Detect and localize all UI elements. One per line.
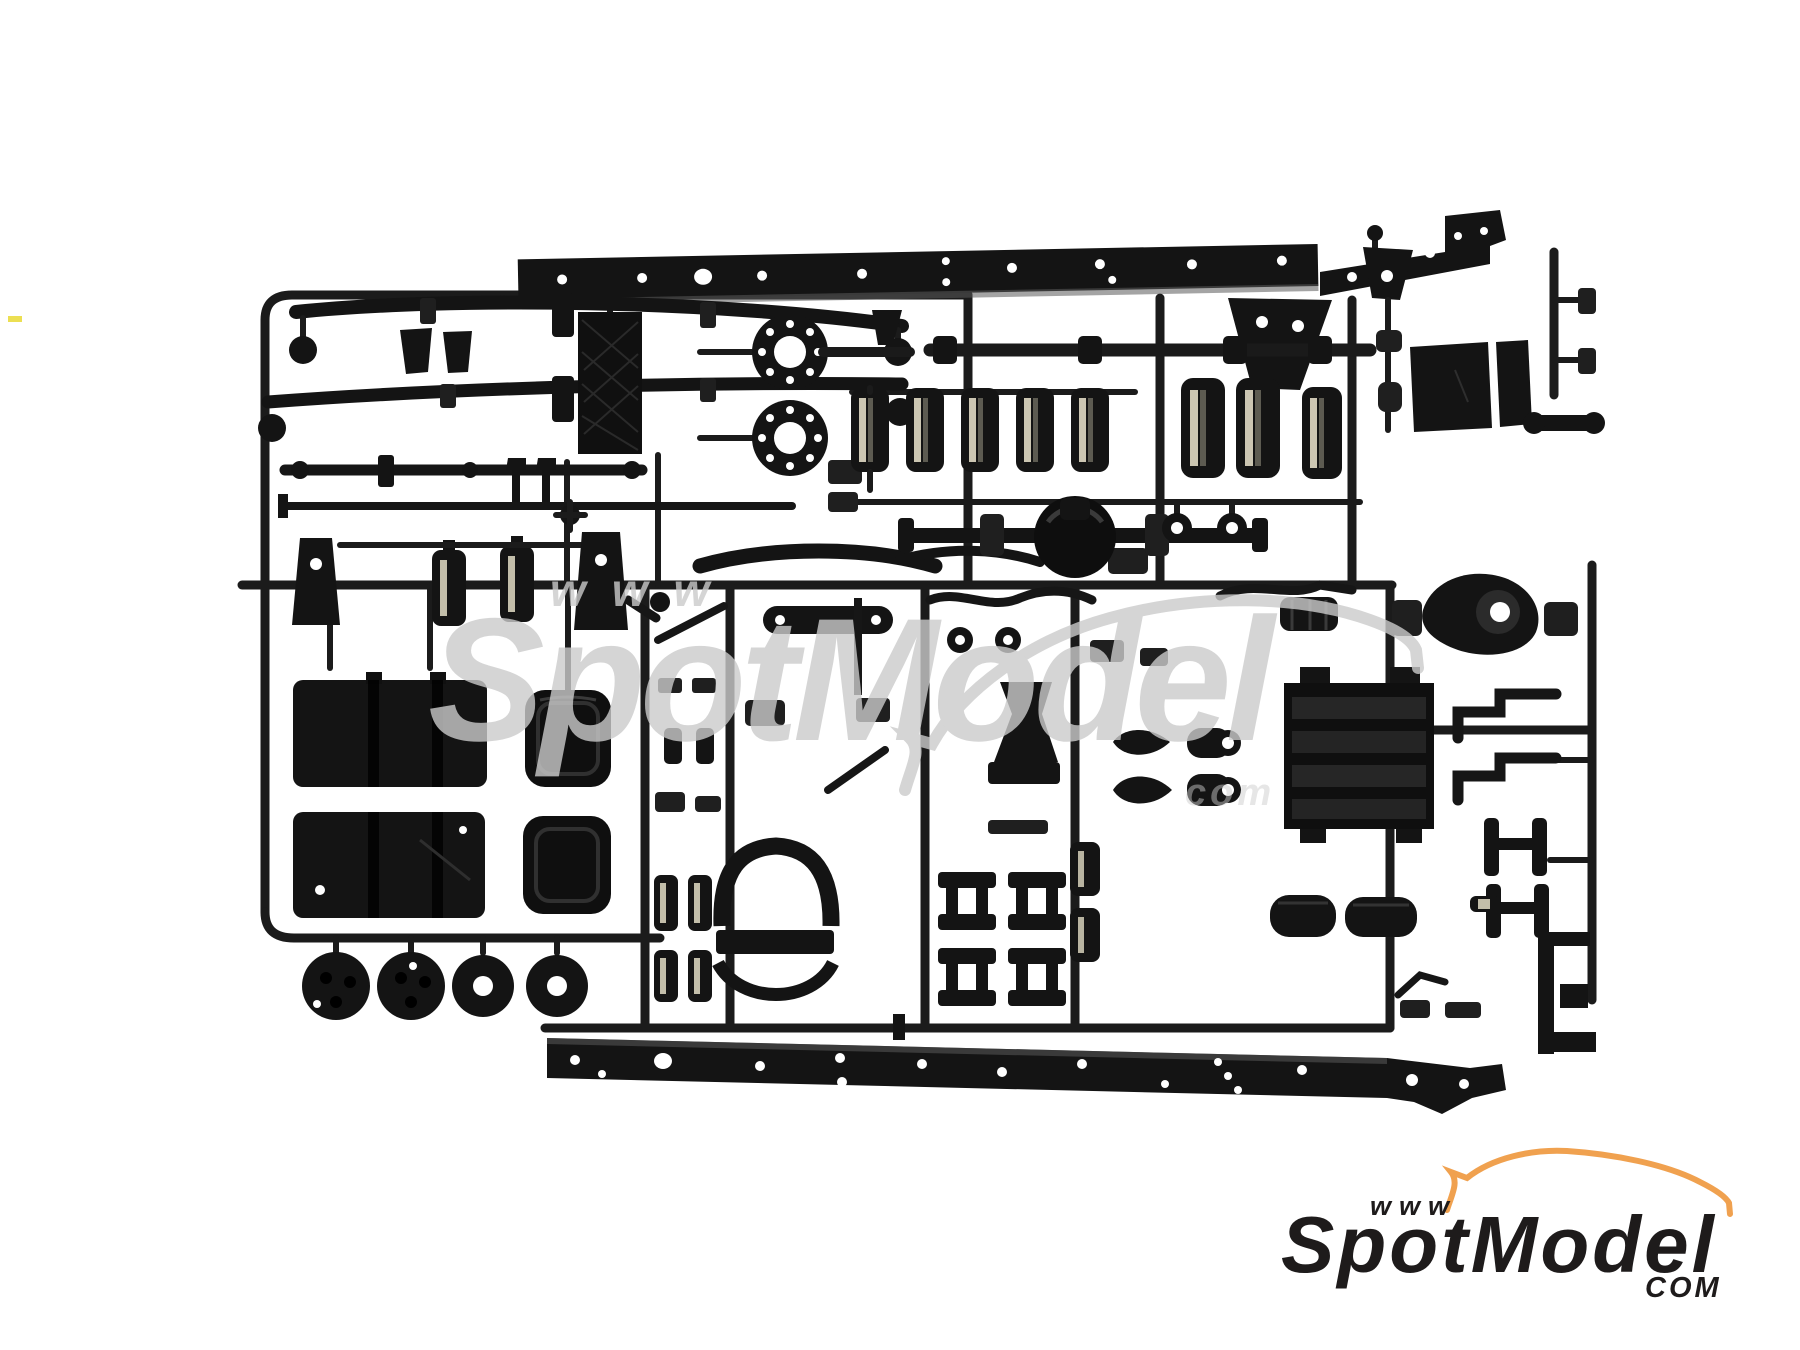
small-parts-column xyxy=(650,592,728,1002)
drive-shafts xyxy=(818,336,1377,364)
fuel-tanks xyxy=(293,672,487,918)
logo-car-icon xyxy=(1441,1147,1733,1217)
logo-brand: SpotModel xyxy=(1281,1200,1717,1289)
chassis-rail-top xyxy=(517,243,1319,307)
logo-com: COM xyxy=(1645,1272,1722,1304)
watermark-car-icon xyxy=(889,594,1424,796)
dust-speck xyxy=(8,316,22,322)
wheel-hubs xyxy=(302,952,588,1020)
battery-boxes xyxy=(1410,340,1532,432)
rounded-tanks xyxy=(523,690,611,914)
logo-www: www xyxy=(1370,1191,1457,1221)
brake-drum-flanges xyxy=(697,310,902,476)
differential-cover xyxy=(1392,573,1578,655)
horizontal-tanks xyxy=(1270,895,1481,1018)
mudguard-arch xyxy=(712,598,890,1001)
cab-mount-straps xyxy=(692,543,1357,634)
chassis-rail-bottom xyxy=(547,1014,1506,1114)
watermark-com: com xyxy=(1185,772,1275,814)
watermark-brand: SpotModel xyxy=(428,583,1278,778)
air-tanks xyxy=(851,378,1342,493)
engine-mounts-and-cylinders xyxy=(292,532,661,630)
spotmodel-logo: www SpotModel COM xyxy=(1281,1147,1733,1304)
radiator-panel xyxy=(1284,667,1434,843)
watermark-www: www xyxy=(550,564,735,616)
axle-stands xyxy=(1452,688,1562,938)
chassis-rail-top-end xyxy=(1320,210,1506,296)
brake-chambers xyxy=(1070,842,1100,962)
bottom-right-bracket xyxy=(1538,932,1596,1054)
right-sprue-strip xyxy=(1523,247,1605,434)
watermark: www SpotModel com xyxy=(428,564,1424,814)
rear-axle xyxy=(898,496,1268,578)
tow-eyes xyxy=(1162,499,1247,543)
tread-plate-panel xyxy=(578,312,642,454)
u-bolt-brackets xyxy=(938,872,1066,1006)
steering-parts xyxy=(925,586,1097,834)
